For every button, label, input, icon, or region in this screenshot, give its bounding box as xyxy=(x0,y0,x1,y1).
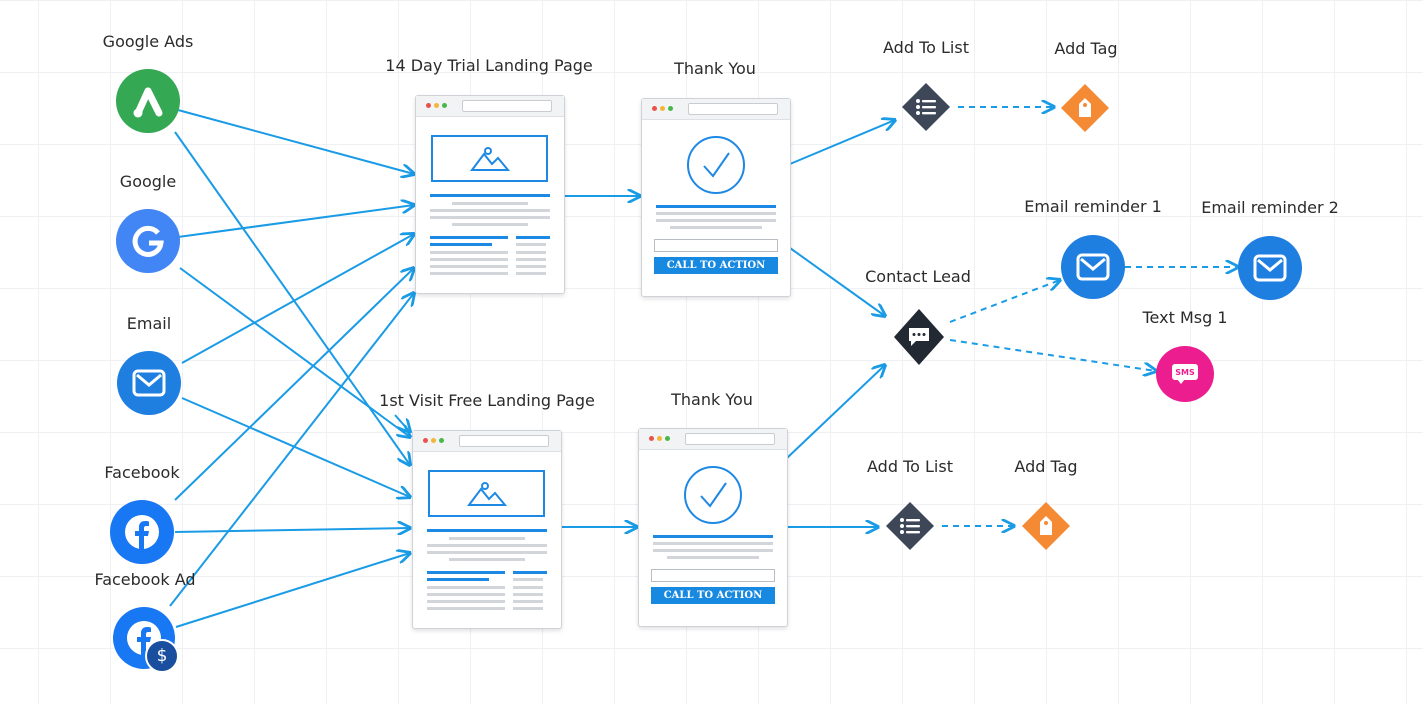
url-bar xyxy=(688,103,778,115)
sms-badge-text: SMS xyxy=(1172,364,1198,380)
checkmark-icon xyxy=(684,466,742,524)
checkmark-icon xyxy=(687,136,745,194)
form-input-placeholder xyxy=(651,569,775,582)
google-label: Google xyxy=(119,172,177,191)
edge-fbad-free xyxy=(175,553,410,628)
edge-googleads-free-short xyxy=(394,414,410,432)
url-bar xyxy=(685,433,775,445)
cta-button[interactable]: CALL TO ACTION xyxy=(654,257,778,274)
browser-bar xyxy=(639,429,787,450)
browser-dot-yellow xyxy=(660,106,665,111)
browser-dot-green xyxy=(665,436,670,441)
add-tag-1-label: Add Tag xyxy=(1054,39,1118,58)
text-msg-1-node[interactable]: SMS xyxy=(1156,346,1214,402)
image-placeholder xyxy=(431,135,548,182)
cta-button[interactable]: CALL TO ACTION xyxy=(651,587,775,604)
email-label: Email xyxy=(126,314,172,333)
edge-google-trial xyxy=(177,205,414,238)
envelope-icon xyxy=(1253,254,1287,282)
facebook-f-icon xyxy=(125,515,159,549)
facebook-ad-label: Facebook Ad xyxy=(94,570,196,589)
edge-email-free xyxy=(181,397,410,497)
sms-icon: SMS xyxy=(1172,364,1198,384)
edge-thankyou1-list xyxy=(789,120,895,165)
thank-you-1-label: Thank You xyxy=(674,59,756,78)
url-bar xyxy=(459,435,549,447)
tag-icon xyxy=(1079,98,1091,117)
browser-dot-green xyxy=(439,438,444,443)
edge-fbad-trial xyxy=(169,293,414,607)
form-input-placeholder xyxy=(654,239,778,252)
trial-landing-page[interactable] xyxy=(415,95,565,294)
email-reminder-1-label: Email reminder 1 xyxy=(1024,197,1162,216)
facebook-node[interactable] xyxy=(110,500,174,564)
facebook-dollar-icon: $ xyxy=(145,639,179,673)
google-ads-logo-icon xyxy=(133,87,163,118)
edge-thankyou2-lead xyxy=(786,365,885,459)
browser-dot-red xyxy=(649,436,654,441)
image-icon xyxy=(466,481,507,506)
browser-bar xyxy=(642,99,790,120)
browser-dot-red xyxy=(426,103,431,108)
edge-email-trial xyxy=(181,234,414,364)
list-icon xyxy=(900,518,920,534)
browser-dot-green xyxy=(668,106,673,111)
free-landing-label: 1st Visit Free Landing Page xyxy=(379,391,595,410)
edge-google-free xyxy=(179,267,410,437)
browser-dot-green xyxy=(442,103,447,108)
browser-dot-yellow xyxy=(431,438,436,443)
google-g-icon xyxy=(132,225,164,257)
edge-googleads-free xyxy=(174,131,410,465)
add-tag-2-label: Add Tag xyxy=(1014,457,1078,476)
facebook-label: Facebook xyxy=(104,463,180,482)
envelope-icon xyxy=(1076,253,1110,281)
email-reminder-2-node[interactable] xyxy=(1238,236,1302,300)
browser-bar xyxy=(413,431,561,452)
thank-you-page-1[interactable]: CALL TO ACTION xyxy=(641,98,791,297)
edge-googleads-trial xyxy=(177,109,414,174)
browser-dot-red xyxy=(423,438,428,443)
google-node[interactable] xyxy=(116,209,180,273)
add-to-list-1-label: Add To List xyxy=(883,38,969,57)
text-msg-1-label: Text Msg 1 xyxy=(1142,308,1228,327)
thank-you-2-label: Thank You xyxy=(671,390,753,409)
image-icon xyxy=(469,146,510,171)
browser-dot-red xyxy=(652,106,657,111)
google-ads-node[interactable] xyxy=(116,69,180,133)
email-reminder-2-label: Email reminder 2 xyxy=(1201,198,1339,217)
email-reminder-1-node[interactable] xyxy=(1061,235,1125,299)
browser-dot-yellow xyxy=(434,103,439,108)
chat-bubble-icon xyxy=(909,328,929,346)
image-placeholder xyxy=(428,470,545,517)
google-ads-label: Google Ads xyxy=(102,32,194,51)
list-icon xyxy=(916,99,936,115)
trial-landing-label: 14 Day Trial Landing Page xyxy=(385,56,593,75)
contact-lead-label: Contact Lead xyxy=(865,267,971,286)
edge-lead-sms xyxy=(949,339,1156,371)
free-landing-page[interactable] xyxy=(412,430,562,629)
edge-thankyou1-lead xyxy=(789,247,885,316)
browser-bar xyxy=(416,96,564,117)
url-bar xyxy=(462,100,552,112)
thank-you-page-2[interactable]: CALL TO ACTION xyxy=(638,428,788,627)
edge-facebook-trial xyxy=(174,268,414,501)
browser-dot-yellow xyxy=(657,436,662,441)
tag-icon xyxy=(1040,516,1052,535)
email-node[interactable] xyxy=(117,351,181,415)
add-to-list-2-label: Add To List xyxy=(867,457,953,476)
edge-facebook-free xyxy=(174,528,410,532)
edge-lead-email1 xyxy=(949,280,1060,323)
envelope-icon xyxy=(132,369,166,397)
